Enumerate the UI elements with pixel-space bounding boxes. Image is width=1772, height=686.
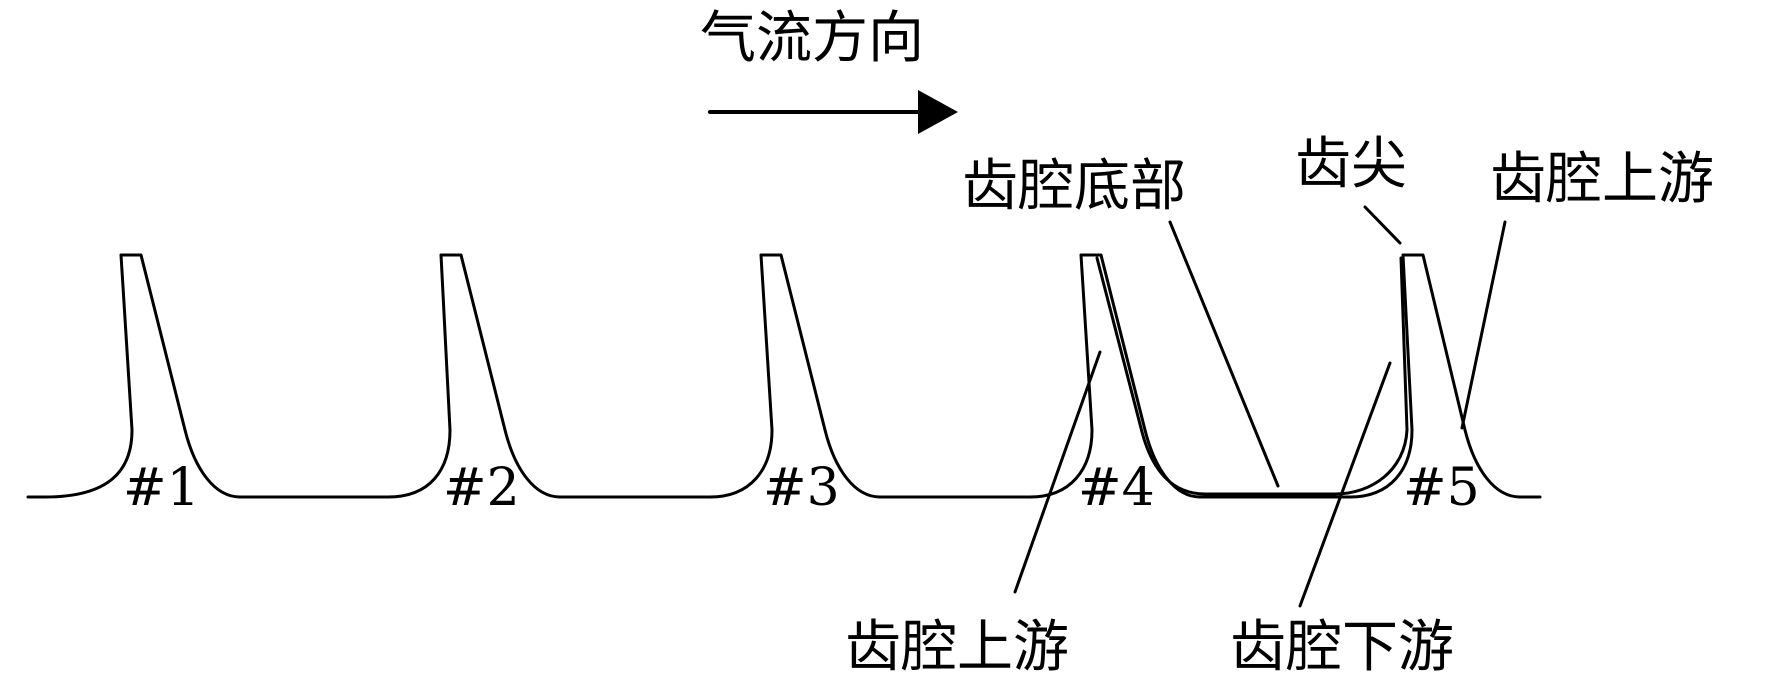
tooth-label-5: #5 bbox=[1403, 458, 1480, 518]
tooth-label-4: #4 bbox=[1078, 458, 1155, 518]
cavity-upstream-label-right: 齿腔上游 bbox=[1490, 147, 1714, 212]
cavity-upstream-label-bottom: 齿腔上游 bbox=[845, 615, 1069, 680]
cavity-bottom-label: 齿腔底部 bbox=[962, 154, 1186, 219]
flow-direction-arrow bbox=[708, 90, 958, 134]
leader-cavity-bottom bbox=[1168, 220, 1280, 488]
leader-tooth-tip bbox=[1363, 205, 1402, 245]
tooth-tip-label: 齿尖 bbox=[1295, 132, 1407, 197]
tooth-label-3: #3 bbox=[763, 458, 840, 518]
leader-cavity-upstream-bottom bbox=[1013, 350, 1102, 594]
cavity-overlay-outline bbox=[1095, 256, 1409, 496]
seal-profile bbox=[26, 253, 1542, 499]
tooth-label-2: #2 bbox=[443, 458, 520, 518]
leader-cavity-downstream bbox=[1298, 361, 1392, 608]
cavity-downstream-label: 齿腔下游 bbox=[1230, 615, 1454, 680]
tooth-label-1: #1 bbox=[123, 458, 200, 518]
flow-direction-label: 气流方向 bbox=[700, 6, 924, 71]
leader-cavity-upstream-right bbox=[1460, 220, 1507, 430]
